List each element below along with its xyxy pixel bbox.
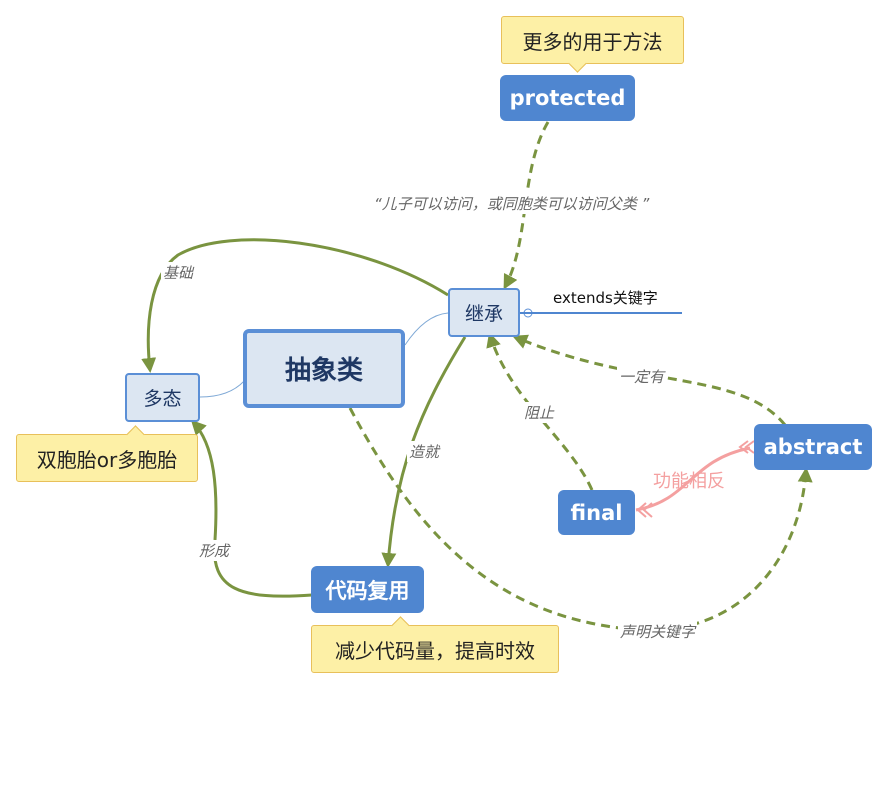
edge-reuse-poly [190, 419, 313, 598]
topic-inherit[interactable]: 继承 [448, 288, 520, 337]
edge-label-protected-inherit: “儿子可以访问，或同胞类可以访问父类 ” [372, 193, 652, 214]
edge-inherit-poly [141, 238, 449, 373]
edge-final-inherit [486, 332, 594, 491]
edge-final-abstract [635, 446, 751, 512]
topic-protected[interactable]: protected [500, 75, 635, 121]
callout-reuse-text: 减少代码量，提高时效 [335, 638, 535, 663]
callout-protected[interactable]: 更多的用于方法 [501, 16, 684, 73]
callout-poly-text: 双胞胎or多胞胎 [36, 447, 178, 472]
double-chevron-left-end [636, 502, 653, 518]
callout-reuse[interactable]: 减少代码量，提高时效 [311, 616, 559, 673]
topic-abstract[interactable]: abstract [754, 424, 872, 470]
connector-central-inherit [404, 312, 449, 346]
edge-label-inherit-poly: 基础 [161, 262, 196, 283]
central-topic-abstract-class[interactable]: 抽象类 [243, 329, 405, 408]
extends-keyword-label[interactable]: extends关键字 [553, 288, 658, 307]
connector-central-poly [199, 379, 246, 398]
callout-poly[interactable]: 双胞胎or多胞胎 [16, 425, 198, 482]
edge-protected-inherit [503, 121, 550, 290]
edge-label-reuse-poly: 形成 [197, 540, 232, 561]
topic-code-reuse[interactable]: 代码复用 [311, 566, 424, 613]
edge-label-final-inherit: 阻止 [522, 402, 557, 423]
topic-final[interactable]: final [558, 490, 635, 535]
edge-label-central-abstract: 声明关键字 [618, 621, 698, 642]
edge-label-final-abstract: 功能相反 [653, 471, 725, 492]
topic-polymorphism[interactable]: 多态 [125, 373, 200, 422]
edge-label-abstract-inherit: 一定有 [617, 366, 667, 387]
edge-label-inherit-reuse: 造就 [407, 441, 442, 462]
double-chevron-right-end [738, 440, 755, 454]
callout-protected-text: 更多的用于方法 [522, 29, 663, 54]
